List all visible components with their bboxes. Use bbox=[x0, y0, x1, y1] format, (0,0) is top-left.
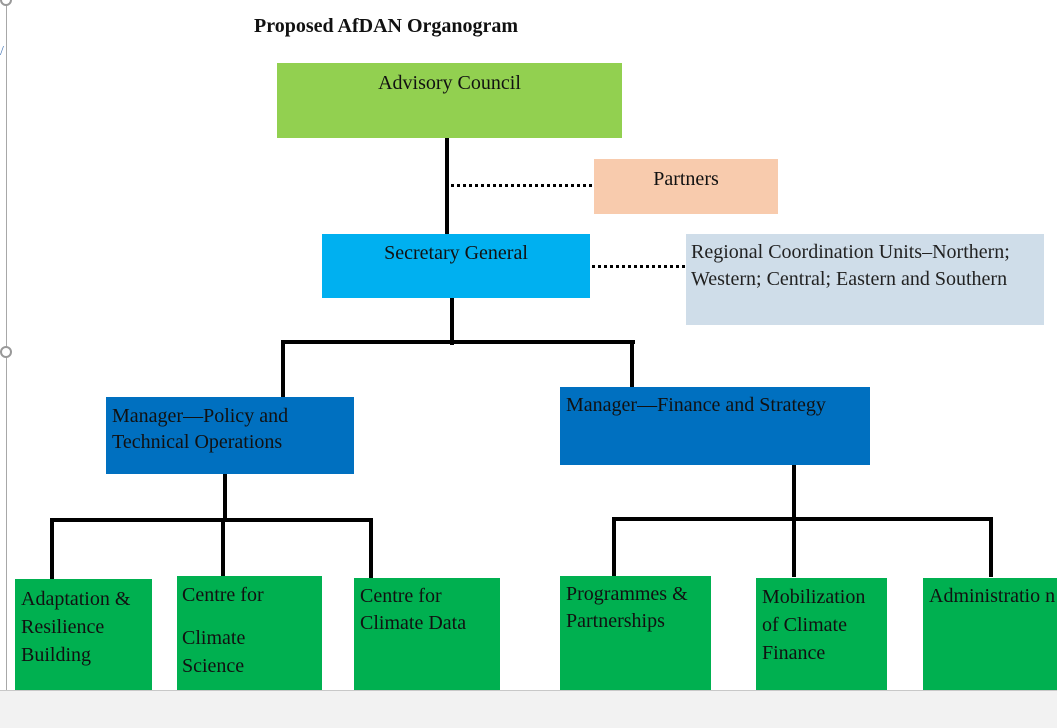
connector-to-administration bbox=[989, 517, 993, 577]
connector-finance-down bbox=[792, 460, 796, 520]
node-regional-coordination-units[interactable]: Regional Coordination Units–Northern; We… bbox=[686, 234, 1044, 325]
dotted-link-partners bbox=[451, 184, 598, 187]
node-mobilization-climate-finance[interactable]: Mobilization of Climate Finance bbox=[756, 578, 887, 691]
node-label: Manager—Finance and Strategy bbox=[566, 394, 826, 416]
node-label: Secretary General bbox=[384, 242, 528, 264]
node-label: Administratio n bbox=[929, 585, 1056, 607]
node-label: Partners bbox=[653, 168, 719, 190]
diagram-title: Proposed AfDAN Organogram bbox=[254, 15, 519, 37]
node-label-line2: Climate Science bbox=[182, 627, 246, 677]
resize-handle-top[interactable] bbox=[0, 0, 12, 6]
node-manager-policy[interactable]: Manager—Policy and Technical Operations bbox=[106, 397, 354, 474]
node-administration[interactable]: Administratio n bbox=[923, 578, 1057, 691]
node-label: Adaptation & Resilience Building bbox=[21, 588, 131, 666]
node-label: Advisory Council bbox=[378, 72, 521, 94]
node-label: Regional Coordination Units–Northern; We… bbox=[691, 241, 1010, 290]
connector-to-policy-manager bbox=[281, 340, 285, 399]
page-margin-rule bbox=[6, 0, 7, 690]
node-label: Mobilization of Climate Finance bbox=[762, 586, 866, 664]
node-advisory-council[interactable]: Advisory Council bbox=[277, 63, 622, 138]
connector-to-adaptation bbox=[50, 518, 54, 580]
node-climate-science[interactable]: Centre for Climate Science bbox=[177, 576, 322, 691]
connector-finance-units-bar bbox=[612, 517, 993, 521]
connector-to-mobilization bbox=[792, 517, 796, 577]
node-secretary-general[interactable]: Secretary General bbox=[322, 234, 590, 298]
node-adaptation-resilience[interactable]: Adaptation & Resilience Building bbox=[15, 579, 152, 691]
connector-policy-units-bar bbox=[50, 518, 373, 522]
connector-to-climate-data bbox=[369, 518, 373, 579]
node-manager-finance[interactable]: Manager—Finance and Strategy bbox=[560, 387, 870, 465]
node-label-line1: Centre for bbox=[182, 584, 264, 606]
status-bar bbox=[0, 690, 1057, 728]
connector-secretary-down bbox=[450, 297, 454, 345]
node-label: Programmes & Partnerships bbox=[566, 583, 688, 632]
connector-to-programmes bbox=[612, 517, 616, 577]
node-label: Manager—Policy and Technical Operations bbox=[112, 405, 289, 453]
resize-handle-middle[interactable] bbox=[0, 346, 12, 358]
node-climate-data[interactable]: Centre for Climate Data bbox=[354, 578, 500, 691]
dotted-link-regional bbox=[585, 265, 685, 268]
connector-to-finance-manager bbox=[630, 340, 634, 390]
node-label: Centre for Climate Data bbox=[360, 585, 467, 634]
connector-policy-down bbox=[223, 466, 227, 522]
connector-council-secretary bbox=[445, 133, 449, 235]
node-programmes-partnerships[interactable]: Programmes & Partnerships bbox=[560, 576, 711, 691]
node-partners[interactable]: Partners bbox=[594, 159, 778, 214]
connector-managers-bar bbox=[281, 340, 635, 344]
text-cursor-mark: / bbox=[0, 44, 4, 59]
connector-to-climate-science bbox=[221, 518, 225, 577]
